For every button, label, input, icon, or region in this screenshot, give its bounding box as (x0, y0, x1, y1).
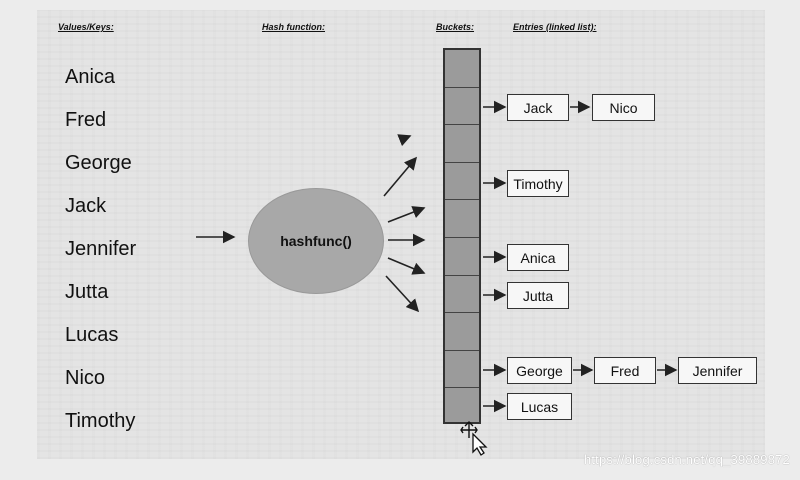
entry-fred: Fred (594, 357, 656, 384)
key-nico: Nico (65, 367, 106, 389)
header-entries: Entries (linked list): (513, 22, 597, 32)
buckets-array (443, 48, 481, 424)
entry-jennifer: Jennifer (678, 357, 757, 384)
hash-function-node: hashfunc() (248, 188, 384, 294)
key-jennifer: Jennifer (65, 238, 137, 260)
header-hash-function: Hash function: (262, 22, 325, 32)
key-george: George (65, 152, 132, 174)
bucket-cell (445, 163, 479, 201)
hash-out-arrow (397, 134, 412, 147)
header-buckets: Buckets: (436, 22, 475, 32)
diagram-frame (37, 10, 765, 459)
bucket-cell (445, 200, 479, 238)
entry-jutta: Jutta (507, 282, 569, 309)
hash-function-label: hashfunc() (280, 233, 352, 249)
entry-nico: Nico (592, 94, 655, 121)
entry-lucas: Lucas (507, 393, 572, 420)
move-cursor-icon (460, 421, 488, 456)
key-timothy: Timothy (65, 410, 136, 432)
key-fred: Fred (65, 109, 107, 131)
hash-out-arrow (387, 257, 426, 275)
bucket-cell (445, 125, 479, 163)
hash-out-arrow (385, 275, 420, 313)
hash-out-arrow (383, 156, 418, 197)
key-jutta: Jutta (65, 281, 109, 303)
entry-anica: Anica (507, 244, 569, 271)
bucket-cell (445, 88, 479, 126)
bucket-cell (445, 238, 479, 276)
bucket-cell (445, 50, 479, 88)
key-jack: Jack (65, 195, 107, 217)
key-lucas: Lucas (65, 324, 119, 346)
watermark: https://blog.csdn.net/qq_39889872 (583, 452, 790, 467)
entry-george: George (507, 357, 572, 384)
hash-out-arrow (387, 206, 426, 223)
entry-timothy: Timothy (507, 170, 569, 197)
bucket-cell (445, 351, 479, 389)
entry-jack: Jack (507, 94, 569, 121)
bucket-cell (445, 313, 479, 351)
bucket-cell (445, 276, 479, 314)
header-values-keys: Values/Keys: (58, 22, 114, 32)
key-anica: Anica (65, 66, 116, 88)
